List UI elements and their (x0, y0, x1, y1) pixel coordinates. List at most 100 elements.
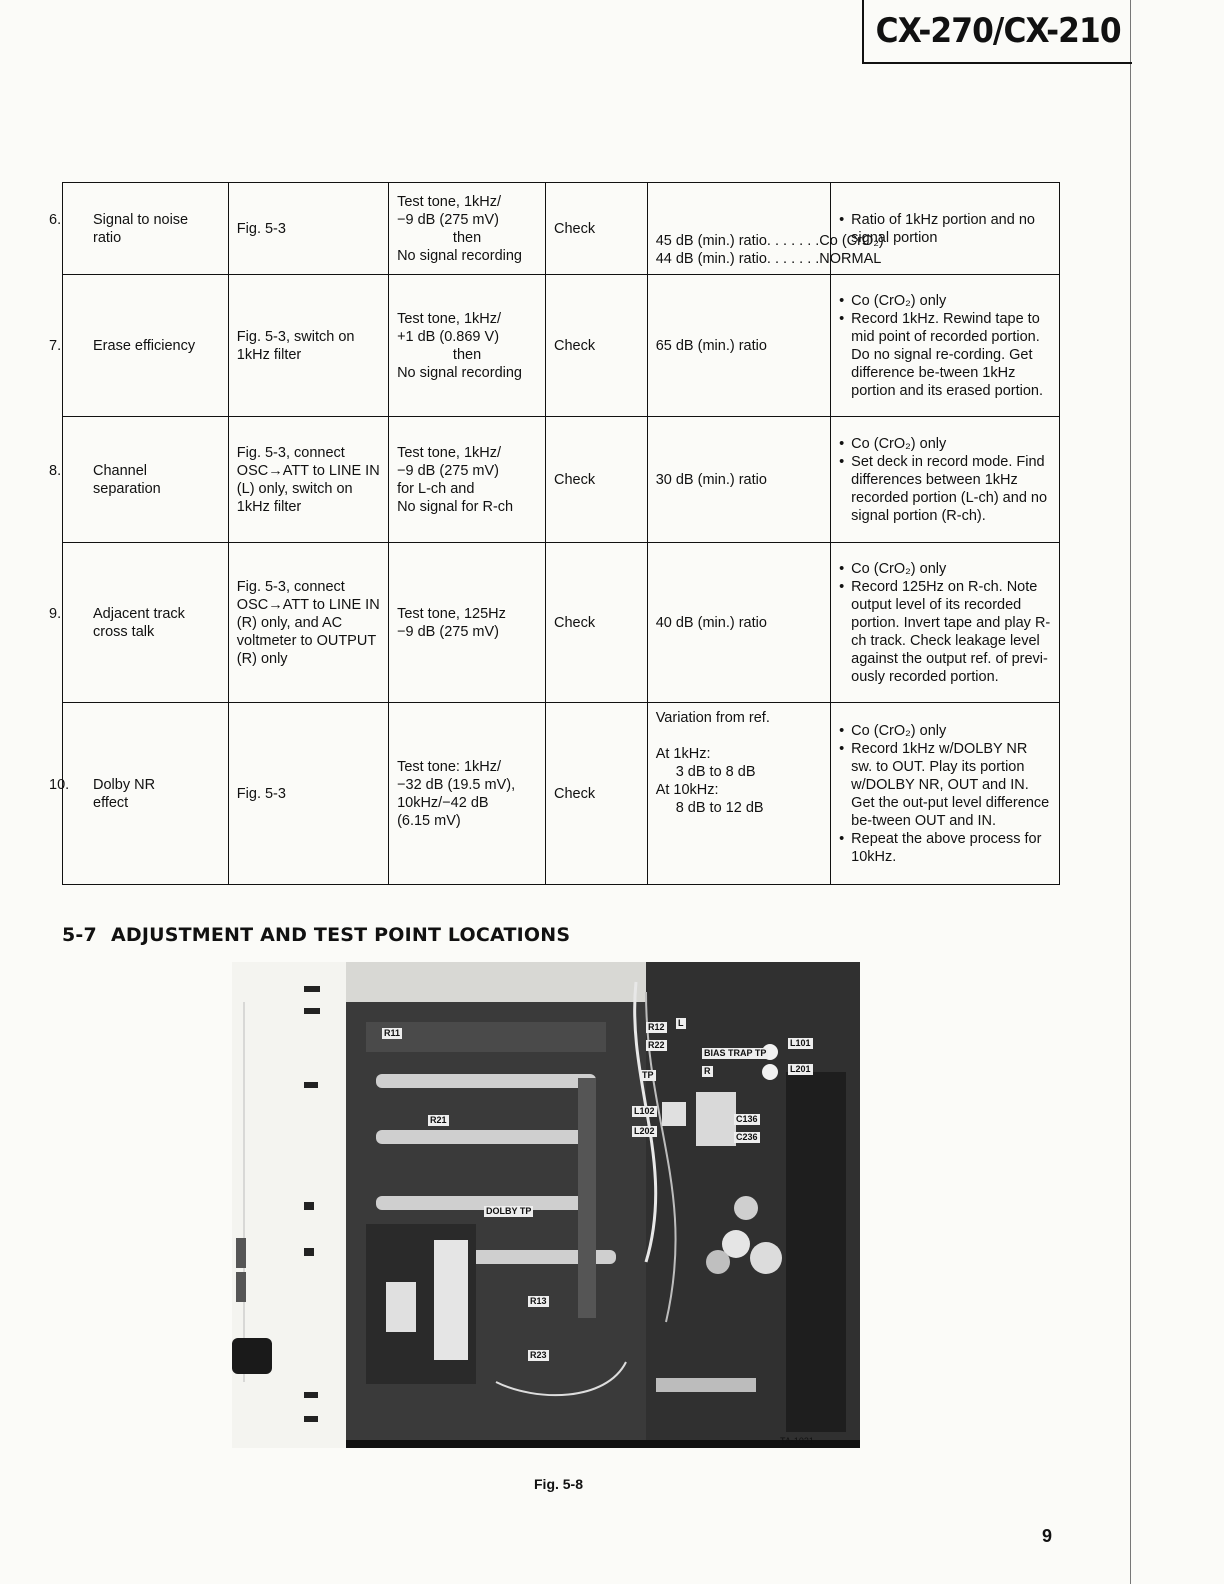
signal-line: −9 dB (275 mV) (397, 623, 500, 640)
spec-line: 45 dB (min.) ratio. . . . . . .Co (CrO₂) (655, 233, 884, 249)
remarks-cell: Co (CrO₂) onlyRecord 125Hz on R-ch. Note… (830, 542, 1060, 703)
label-l: L (676, 1018, 686, 1029)
connection-text: Fig. 5-3, connect OSC→ATT to LINE IN (R)… (236, 578, 380, 667)
input-signal-cell: Test tone, 125Hz−9 dB (275 mV) (388, 542, 547, 703)
label-l201: L201 (788, 1064, 813, 1075)
input-signal-cell: Test tone: 1kHz/−32 dB (19.5 mV),10kHz/−… (388, 702, 547, 885)
spec-line: 30 dB (min.) ratio (655, 471, 767, 488)
spec-line: 44 dB (min.) ratio. . . . . . .NORMAL (655, 251, 882, 267)
label-c136: C136 (734, 1114, 760, 1125)
signal-line: Test tone, 1kHz/ (397, 193, 502, 210)
label-r: R (702, 1066, 713, 1077)
label-r21: R21 (428, 1115, 449, 1126)
specification-cell: 30 dB (min.) ratio (646, 416, 832, 543)
photo-reference-code: TA-1021 (780, 1436, 814, 1446)
connection-cell: Fig. 5-3 (227, 702, 390, 885)
spec-line: At 1kHz: (655, 746, 711, 762)
action-cell: Check (545, 702, 648, 885)
signal-line: +1 dB (0.869 V) (397, 328, 500, 345)
model-header: CX-270/CX-210 (862, 0, 1132, 64)
remarks-cell: Ratio of 1kHz portion and no signal port… (830, 182, 1060, 275)
remark-item: Repeat the above process for 10kHz. (839, 830, 1051, 866)
label-r13: R13 (528, 1296, 549, 1307)
connection-cell: Fig. 5-3, switch on 1kHz filter (227, 274, 390, 417)
action-text: Check (554, 785, 596, 802)
signal-line: −32 dB (19.5 mV), (397, 776, 516, 793)
item-name: ratio (93, 229, 122, 246)
item-number: 10. (49, 776, 70, 793)
action-cell: Check (545, 542, 648, 703)
page-edge-line (1130, 0, 1131, 1584)
figure-caption: Fig. 5-8 (534, 1476, 584, 1492)
label-r11: R11 (382, 1028, 403, 1039)
remarks-cell: Co (CrO₂) onlyRecord 1kHz w/DOLBY NR sw.… (830, 702, 1060, 885)
item-number: 9. (49, 605, 62, 622)
action-cell: Check (545, 182, 648, 275)
remark-item: Co (CrO₂) only (839, 560, 1051, 578)
item-number: 8. (49, 462, 62, 479)
signal-line: −9 dB (275 mV) (397, 462, 500, 479)
item-cell: 7.Erase efficiency (49, 274, 229, 417)
remark-item: Co (CrO₂) only (839, 435, 1051, 453)
signal-line: then (452, 229, 482, 246)
remark-item: Record 125Hz on R-ch. Note output level … (839, 578, 1051, 686)
signal-line: 10kHz/−42 dB (397, 794, 489, 811)
signal-line: Test tone: 1kHz/ (397, 758, 502, 775)
connection-text: Fig. 5-3 (236, 220, 286, 237)
connection-cell: Fig. 5-3 (227, 182, 390, 275)
label-l102: L102 (632, 1106, 657, 1117)
item-name: cross talk (93, 623, 155, 640)
signal-line: then (452, 346, 482, 363)
action-text: Check (554, 220, 596, 237)
label-r22: R22 (646, 1040, 667, 1051)
action-cell: Check (545, 416, 648, 543)
spec-line: 65 dB (min.) ratio (655, 337, 767, 354)
signal-line: Test tone, 1kHz/ (397, 310, 502, 327)
remark-item: Co (CrO₂) only (839, 292, 1051, 310)
action-text: Check (554, 471, 596, 488)
signal-line: (6.15 mV) (397, 812, 461, 829)
connection-text: Fig. 5-3, connect OSC→ATT to LINE IN (L)… (236, 444, 380, 515)
spec-line: 8 dB to 12 dB (675, 800, 764, 816)
page-number: 9 (1042, 1526, 1053, 1546)
signal-line: −9 dB (275 mV) (397, 211, 500, 228)
signal-line: No signal recording (397, 364, 522, 381)
remark-item: Set deck in record mode. Find difference… (839, 453, 1051, 525)
model-title: CX-270/CX-210 (875, 11, 1121, 51)
label-l101: L101 (788, 1038, 813, 1049)
label-r12: R12 (646, 1022, 667, 1033)
label-c236: C236 (734, 1132, 760, 1143)
item-name: separation (93, 480, 161, 497)
action-text: Check (554, 337, 596, 354)
signal-line: Test tone, 125Hz (397, 605, 506, 622)
connection-text: Fig. 5-3 (236, 785, 286, 802)
connection-text: Fig. 5-3, switch on 1kHz filter (236, 328, 355, 363)
remarks-cell: Co (CrO₂) onlySet deck in record mode. F… (830, 416, 1060, 543)
connection-cell: Fig. 5-3, connect OSC→ATT to LINE IN (R)… (227, 542, 390, 703)
specification-cell: 45 dB (min.) ratio. . . . . . .Co (CrO₂)… (646, 182, 884, 275)
spec-line: At 10kHz: (655, 782, 719, 798)
label-dolby-tp: DOLBY TP (484, 1206, 534, 1217)
item-name: Adjacent track (93, 605, 185, 622)
spec-line: 40 dB (min.) ratio (655, 614, 767, 631)
signal-line: Test tone, 1kHz/ (397, 444, 502, 461)
label-l202: L202 (632, 1126, 657, 1137)
pcb-photo: R11 R21 R12 R22 L101 L201 BIAS TRAP TP T… (346, 962, 860, 1448)
remark-item: Record 1kHz. Rewind tape to mid point of… (839, 310, 1051, 400)
specification-cell: 40 dB (min.) ratio (646, 542, 832, 703)
spec-line: 3 dB to 8 dB (675, 764, 756, 780)
signal-line: No signal recording (397, 247, 522, 264)
item-name: Signal to noise (93, 211, 189, 228)
signal-line: No signal for R-ch (397, 498, 514, 515)
remark-item: Co (CrO₂) only (839, 722, 1051, 740)
section-number: 5-7 (62, 924, 97, 946)
